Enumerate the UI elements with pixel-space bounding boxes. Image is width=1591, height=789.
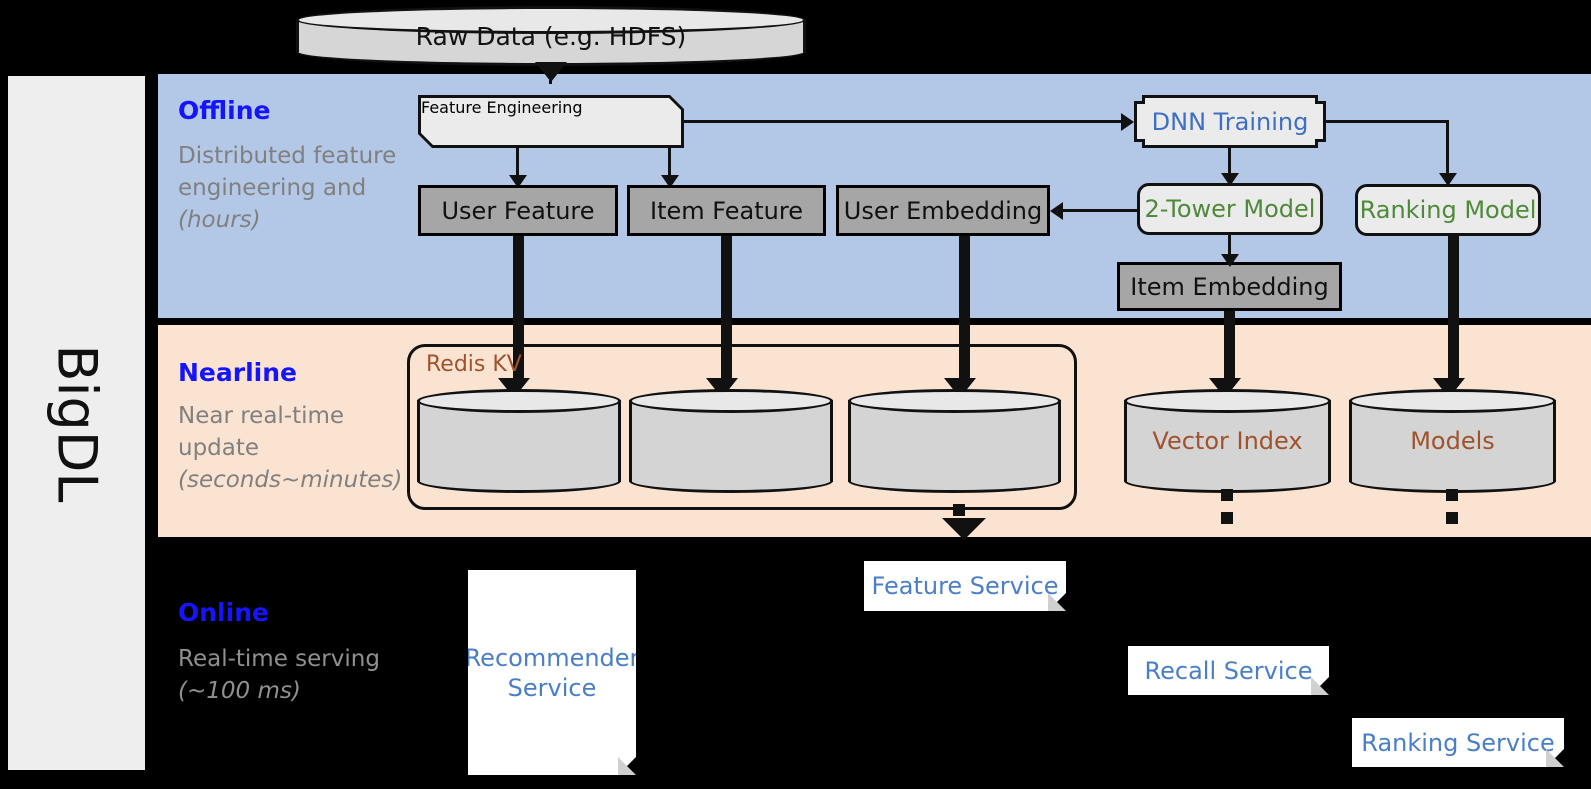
dash-models-ranking-2 bbox=[1446, 512, 1458, 524]
cylinder-top bbox=[848, 389, 1061, 413]
pipe-itemfeature-redis bbox=[721, 236, 732, 386]
nearline-desc-text: Near real-time update bbox=[178, 403, 345, 461]
feature-service-card[interactable]: Feature Service bbox=[864, 561, 1066, 611]
models-store[interactable]: Models bbox=[1349, 389, 1556, 493]
cylinder-body bbox=[848, 400, 1061, 482]
pipe-userembedding-redis bbox=[959, 236, 970, 386]
dash-redis-featureservice-1 bbox=[953, 504, 965, 516]
vector-index-label: Vector Index bbox=[1152, 427, 1303, 455]
cylinder-top bbox=[1349, 389, 1556, 413]
recall-service-card[interactable]: Recall Service bbox=[1128, 646, 1329, 695]
offline-title: Offline bbox=[178, 96, 271, 125]
user-feature-box[interactable]: User Feature bbox=[418, 185, 618, 236]
pipe-userfeature-redis bbox=[513, 236, 524, 386]
ranking-service-card[interactable]: Ranking Service bbox=[1352, 718, 1564, 767]
connector-fe-dnn bbox=[684, 120, 1121, 123]
online-title: Online bbox=[178, 598, 269, 627]
redis-kv-label: Redis KV bbox=[426, 352, 522, 377]
redis-cylinder-user-embedding[interactable] bbox=[848, 389, 1061, 493]
dash-models-ranking-1 bbox=[1446, 489, 1458, 501]
recommender-service-label: Recommender Service bbox=[464, 643, 640, 702]
nearline-description: Near real-time update (seconds~minutes) bbox=[178, 400, 418, 496]
raw-data-label: Raw Data (e.g. HDFS) bbox=[415, 21, 687, 51]
redis-cylinder-user-feature[interactable] bbox=[417, 389, 621, 493]
arrowhead-twotower-userembedding-icon bbox=[1050, 202, 1063, 220]
feature-engineering-label: Feature Engineering bbox=[421, 98, 583, 117]
cylinder-top bbox=[629, 389, 833, 413]
online-desc-text: Real-time serving bbox=[178, 646, 380, 672]
pipe-rankingmodel-models bbox=[1448, 236, 1459, 386]
redis-kv-group bbox=[407, 344, 1077, 510]
offline-description: Distributed feature engineering and (hou… bbox=[178, 140, 408, 236]
two-tower-model-box[interactable]: 2-Tower Model bbox=[1137, 183, 1323, 235]
dnn-training-box[interactable]: DNN Training bbox=[1137, 98, 1323, 145]
redis-cylinder-item-feature[interactable] bbox=[629, 389, 833, 493]
nearline-desc-italic: (seconds~minutes) bbox=[178, 467, 403, 493]
connector-dnn-ranking-v bbox=[1446, 120, 1449, 176]
connector-twotower-itemembedding bbox=[1228, 235, 1231, 257]
arrowhead-fe-dnn-icon bbox=[1121, 113, 1134, 131]
user-embedding-label: User Embedding bbox=[843, 196, 1043, 225]
cylinder-body bbox=[629, 400, 833, 482]
bigdl-framework-rail: BigDL bbox=[8, 76, 145, 770]
recall-service-label: Recall Service bbox=[1144, 656, 1313, 685]
offline-desc-italic: (hours) bbox=[178, 207, 261, 233]
arrowhead-redis-featureservice-icon bbox=[942, 518, 986, 540]
models-label: Models bbox=[1410, 427, 1495, 455]
cylinder-top bbox=[296, 6, 806, 34]
two-tower-model-label: 2-Tower Model bbox=[1144, 195, 1316, 223]
online-description: Real-time serving (~100 ms) bbox=[178, 643, 408, 707]
online-desc-italic: (~100 ms) bbox=[178, 678, 301, 704]
cylinder-top bbox=[417, 389, 621, 413]
arrowhead-rawdata-fe-icon bbox=[535, 62, 567, 82]
connector-twotower-userembedding bbox=[1063, 209, 1137, 212]
arrowhead-fe-itemfeature-icon bbox=[661, 175, 679, 188]
dash-vectorindex-recall-2 bbox=[1221, 512, 1233, 524]
ranking-model-label: Ranking Model bbox=[1359, 196, 1537, 224]
arrowhead-fe-userfeature-icon bbox=[509, 175, 527, 188]
connector-dnn-ranking-h bbox=[1326, 120, 1449, 123]
feature-engineering-box[interactable]: Feature Engineering bbox=[421, 98, 681, 145]
dnn-training-label: DNN Training bbox=[1151, 107, 1309, 136]
recommender-service-card[interactable]: Recommender Service bbox=[468, 570, 636, 775]
user-embedding-box[interactable]: User Embedding bbox=[836, 185, 1050, 236]
nearline-title: Nearline bbox=[178, 358, 297, 387]
connector-dnn-twotower bbox=[1228, 148, 1231, 176]
ranking-model-box[interactable]: Ranking Model bbox=[1355, 184, 1541, 236]
pipe-itemembedding-vectorindex bbox=[1224, 311, 1235, 386]
item-feature-label: Item Feature bbox=[650, 196, 803, 225]
arrowhead-twotower-itemembedding-icon bbox=[1221, 254, 1239, 267]
arrowhead-dnn-twotower-icon bbox=[1221, 173, 1239, 186]
raw-data-store[interactable]: Raw Data (e.g. HDFS) bbox=[296, 6, 806, 66]
offline-desc-text: Distributed feature engineering and bbox=[178, 143, 397, 201]
cylinder-top bbox=[1124, 389, 1331, 413]
user-feature-label: User Feature bbox=[441, 196, 595, 225]
connector-fe-userfeature bbox=[516, 148, 519, 177]
feature-service-label: Feature Service bbox=[871, 572, 1059, 600]
cylinder-body bbox=[1124, 400, 1331, 482]
item-feature-box[interactable]: Item Feature bbox=[627, 185, 826, 236]
vector-index-store[interactable]: Vector Index bbox=[1124, 389, 1331, 493]
ranking-service-label: Ranking Service bbox=[1361, 728, 1555, 757]
cylinder-body bbox=[1349, 400, 1556, 482]
bigdl-label: BigDL bbox=[45, 344, 108, 502]
item-embedding-box[interactable]: Item Embedding bbox=[1117, 262, 1342, 311]
connector-fe-itemfeature bbox=[668, 148, 671, 177]
item-embedding-label: Item Embedding bbox=[1130, 272, 1329, 301]
cylinder-body bbox=[417, 400, 621, 482]
dash-vectorindex-recall-1 bbox=[1221, 489, 1233, 501]
arrowhead-dnn-ranking-icon bbox=[1439, 173, 1457, 186]
